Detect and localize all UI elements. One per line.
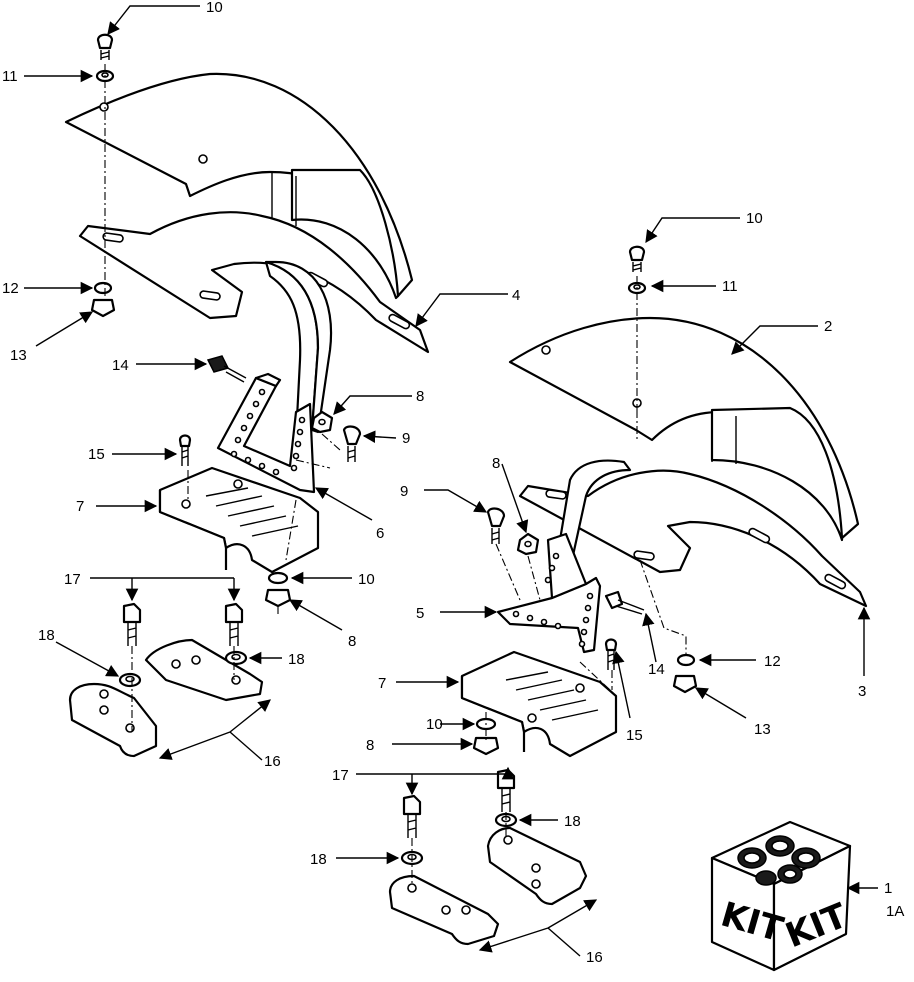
- callout-12-right: 11: [722, 278, 738, 295]
- left-fender-bracket: [78, 211, 430, 354]
- callout-18-right: 17: [332, 767, 349, 784]
- callout-2: 2: [824, 318, 832, 335]
- callout-10-right-b: 8: [366, 737, 374, 754]
- right-clamp-plates: [388, 826, 588, 946]
- right-washer-13: [676, 653, 696, 667]
- callout-17-left: 16: [264, 753, 281, 770]
- right-bolt-16: [604, 638, 618, 670]
- left-bolt-11: [96, 33, 114, 60]
- left-fender-shell: [64, 72, 414, 300]
- left-washer-13: [93, 281, 113, 295]
- left-bolt-15: [206, 355, 247, 383]
- callout-19-right-a: 18: [564, 813, 581, 830]
- callout-18-left: 17: [64, 571, 81, 588]
- right-nut-14: [672, 674, 698, 694]
- callout-11-left: 10: [206, 0, 223, 16]
- left-nut-10: [310, 410, 334, 434]
- left-bolt-16: [178, 434, 192, 466]
- callout-10-left-b: 8: [348, 633, 356, 650]
- callout-3: 3: [858, 683, 866, 700]
- right-bolts-18: [402, 768, 516, 838]
- right-bolt-15: [604, 590, 645, 615]
- left-mounting-block: [158, 466, 320, 574]
- callout-11-right: 10: [746, 210, 763, 227]
- callout-16-right: 15: [626, 727, 643, 744]
- right-mounting-bracket: [496, 532, 602, 654]
- left-clamp-plates: [68, 638, 264, 758]
- right-bolt-11: [628, 245, 646, 272]
- callout-9-right: 10: [426, 716, 443, 733]
- left-washer-9: [267, 571, 289, 585]
- right-nut-10b: [472, 736, 500, 756]
- right-nut-10: [516, 532, 540, 556]
- kit-box-illustration: KIT KIT: [710, 820, 854, 972]
- callout-9-left: 10: [358, 571, 375, 588]
- callout-1: 1: [884, 880, 892, 897]
- right-mounting-block: [460, 650, 618, 758]
- right-fender-assembly: [388, 245, 868, 946]
- callout-14-right: 13: [754, 721, 771, 738]
- callout-13-right: 12: [764, 653, 781, 670]
- right-fender-shell: [508, 316, 860, 542]
- callout-15-left: 14: [112, 357, 129, 374]
- left-mounting-bracket: [216, 372, 316, 494]
- callout-19-right-b: 18: [310, 851, 327, 868]
- callout-15-right: 14: [648, 661, 665, 678]
- right-support-strap: [554, 459, 632, 566]
- callout-4: 4: [512, 287, 520, 304]
- kit-fittings: [737, 835, 821, 886]
- left-bolt-8: [342, 425, 362, 462]
- callout-13-left: 12: [2, 280, 19, 297]
- callout-19-left-a: 18: [38, 627, 55, 644]
- right-fender-bracket: [518, 469, 868, 608]
- left-nut-10b: [264, 588, 292, 608]
- left-nut-14: [90, 298, 116, 318]
- callout-19-left-b: 18: [288, 651, 305, 668]
- callout-17-right: 16: [586, 949, 603, 966]
- callout-14-left: 13: [10, 347, 27, 364]
- callout-5: 5: [416, 605, 424, 622]
- callout-labels: 10 11 12 13 4 14 8 9 15 7 6 10 8 17 18 1…: [2, 0, 904, 966]
- callout-8-right: 9: [400, 483, 408, 500]
- left-fender-assembly: [64, 33, 430, 758]
- leader-lines: [24, 5, 878, 957]
- callout-10-right-a: 8: [492, 455, 500, 472]
- left-bolts-18: [122, 602, 244, 646]
- callout-8-left: 9: [402, 430, 410, 447]
- right-bolt-8: [486, 507, 506, 544]
- callout-1a: 1A: [886, 903, 904, 920]
- callout-10-left-a: 8: [416, 388, 424, 405]
- callout-12-left: 11: [2, 68, 18, 85]
- callout-16-left: 15: [88, 446, 105, 463]
- callout-7-left: 7: [76, 498, 84, 515]
- callout-7-right: 7: [378, 675, 386, 692]
- callout-6: 6: [376, 525, 384, 542]
